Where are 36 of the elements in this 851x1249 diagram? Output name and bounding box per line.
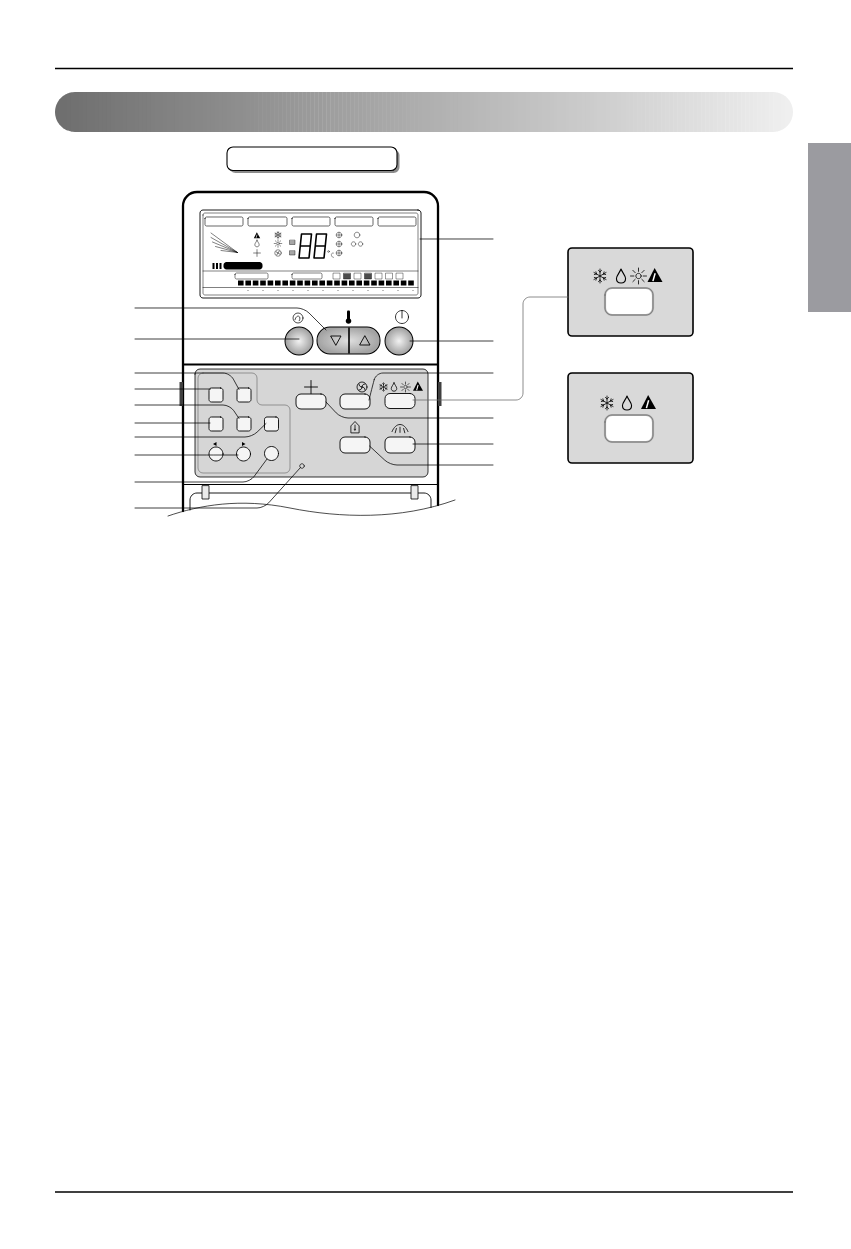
label-box xyxy=(226,146,400,173)
button xyxy=(339,393,371,410)
leader-line xyxy=(325,401,494,419)
side-tab xyxy=(808,143,851,312)
leader-line xyxy=(134,388,211,390)
leader-line xyxy=(134,467,301,509)
leader-line xyxy=(134,454,239,456)
round-button xyxy=(236,446,251,462)
leader-line xyxy=(412,296,569,401)
rocker-button xyxy=(316,326,381,355)
leader-line xyxy=(368,372,494,401)
square-button xyxy=(264,416,279,432)
square-button xyxy=(236,416,252,432)
round-button xyxy=(384,326,414,356)
leader-line xyxy=(409,340,494,342)
leader-line xyxy=(134,372,240,390)
leader-line xyxy=(419,238,494,240)
square-button xyxy=(236,387,252,403)
square-button xyxy=(208,387,224,403)
leader-line xyxy=(134,307,327,331)
round-button xyxy=(284,326,314,356)
square-button xyxy=(208,416,224,432)
leader-line xyxy=(369,445,494,466)
button xyxy=(339,436,371,454)
leader-line xyxy=(134,338,300,340)
round-button xyxy=(264,446,279,461)
button xyxy=(295,393,327,410)
leader-line xyxy=(134,423,267,438)
leader-line xyxy=(134,458,268,483)
button xyxy=(384,393,416,409)
button xyxy=(384,436,416,454)
leader-line xyxy=(134,422,211,424)
pinhole xyxy=(299,463,305,469)
leader-line xyxy=(134,404,240,419)
leader-line xyxy=(412,443,494,445)
round-button xyxy=(208,446,224,462)
